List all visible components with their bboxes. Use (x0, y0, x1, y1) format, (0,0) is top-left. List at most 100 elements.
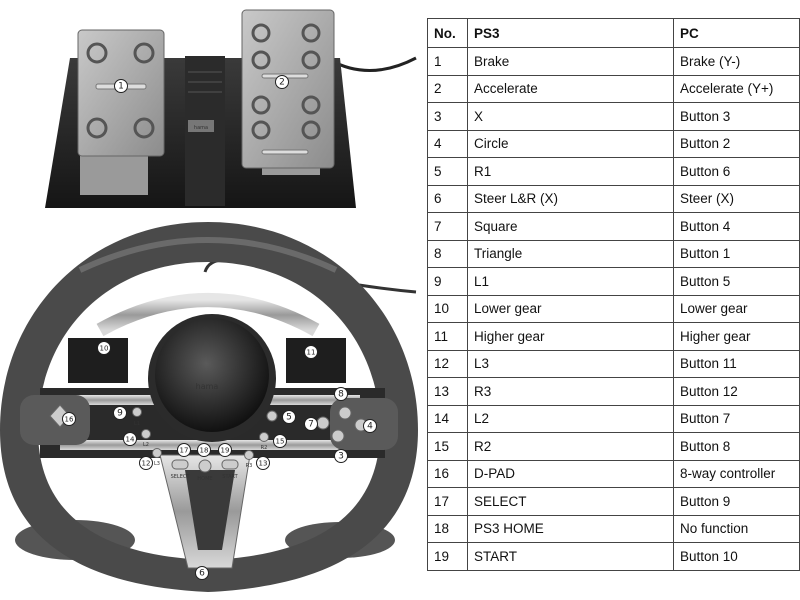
callout-10: 10 (97, 341, 111, 355)
wheel-brand-text: hama (196, 382, 219, 391)
cell-pc: Accelerate (Y+) (673, 74, 800, 103)
cell-ps3: Triangle (467, 239, 674, 268)
svg-text:1: 1 (118, 82, 124, 92)
cell-pc: Button 1 (673, 239, 800, 268)
cell-ps3: L2 (467, 404, 674, 433)
cell-ps3: Lower gear (467, 294, 674, 323)
cell-ps3: R1 (467, 157, 674, 186)
svg-text:HOME: HOME (197, 476, 212, 482)
cell-pc: Button 8 (673, 432, 800, 461)
cell-ps3: D-PAD (467, 459, 674, 488)
svg-text:18: 18 (200, 447, 209, 455)
cell-no: 3 (427, 102, 468, 131)
higher-gear-paddle (286, 338, 346, 383)
cell-no: 12 (427, 349, 468, 378)
cell-no: 13 (427, 377, 468, 406)
cell-pc: Button 7 (673, 404, 800, 433)
callout-12: 12 (139, 456, 153, 470)
cell-pc: Steer (X) (673, 184, 800, 213)
callout-6: 6 (195, 566, 209, 580)
cell-no: 6 (427, 184, 468, 213)
svg-text:9: 9 (117, 409, 123, 419)
cell-ps3: Brake (467, 47, 674, 76)
svg-text:START: START (222, 474, 238, 480)
svg-text:SELECT: SELECT (171, 474, 191, 480)
cell-ps3: L3 (467, 349, 674, 378)
cell-no: 17 (427, 487, 468, 516)
callout-17: 17 (177, 443, 191, 457)
callout-18: 18 (197, 443, 211, 457)
cell-ps3: Accelerate (467, 74, 674, 103)
cell-ps3: Square (467, 212, 674, 241)
header-ps3: PS3 (467, 18, 674, 48)
cell-ps3: R2 (467, 432, 674, 461)
svg-text:11: 11 (307, 349, 316, 357)
cell-no: 11 (427, 322, 468, 351)
callout-4: 4 (363, 419, 377, 433)
cell-no: 19 (427, 542, 468, 571)
cell-pc: Brake (Y-) (673, 47, 800, 76)
callout-1: 1 (114, 79, 128, 93)
cell-no: 16 (427, 459, 468, 488)
header-no: No. (427, 18, 468, 48)
steering-wheel-illustration: hama L1 L2 L3 R2 R3 SELECT HOME START 6 … (0, 222, 418, 592)
r2-button (259, 432, 269, 442)
pedal-brand-text: hama (194, 125, 208, 131)
accelerator-pedal (241, 9, 335, 169)
svg-text:15: 15 (276, 438, 285, 446)
cell-no: 5 (427, 157, 468, 186)
svg-text:3: 3 (338, 452, 344, 462)
svg-text:7: 7 (308, 420, 314, 430)
cell-ps3: Steer L&R (X) (467, 184, 674, 213)
cell-pc: 8-way controller (673, 459, 800, 488)
svg-text:4: 4 (367, 422, 373, 432)
cell-no: 7 (427, 212, 468, 241)
pedal-logo (188, 120, 214, 132)
cell-pc: Button 5 (673, 267, 800, 296)
cell-pc: Button 4 (673, 212, 800, 241)
cell-ps3: X (467, 102, 674, 131)
svg-text:R2: R2 (261, 445, 268, 451)
callout-19: 19 (218, 443, 232, 457)
svg-text:13: 13 (259, 460, 268, 468)
cell-pc: Button 12 (673, 377, 800, 406)
r1-button (266, 410, 278, 422)
cell-ps3: L1 (467, 267, 674, 296)
svg-text:L2: L2 (143, 442, 149, 448)
cell-no: 15 (427, 432, 468, 461)
callout-9: 9 (113, 406, 127, 420)
cell-pc: Button 10 (673, 542, 800, 571)
svg-text:8: 8 (338, 390, 344, 400)
cell-no: 4 (427, 129, 468, 158)
cell-no: 1 (427, 47, 468, 76)
cell-no: 10 (427, 294, 468, 323)
cell-no: 18 (427, 514, 468, 543)
callout-16: 16 (62, 412, 76, 426)
cell-ps3: R3 (467, 377, 674, 406)
svg-text:L1: L1 (134, 421, 140, 427)
l1-button (132, 407, 142, 417)
cell-pc: Button 11 (673, 349, 800, 378)
cell-pc: Button 2 (673, 129, 800, 158)
x-button (331, 429, 345, 443)
